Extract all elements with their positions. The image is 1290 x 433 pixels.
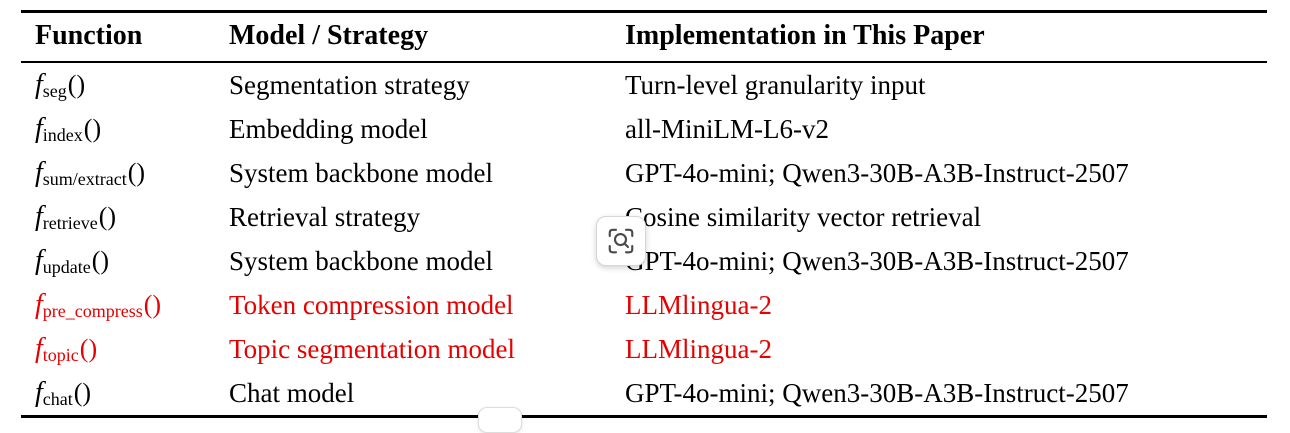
function-subscript: retrieve <box>42 212 98 233</box>
function-subscript: sum/extract <box>42 168 127 189</box>
function-cell: fupdate() <box>21 239 229 283</box>
impl-cell: LLMlingua-2 <box>625 289 772 320</box>
function-subscript: update <box>42 256 91 277</box>
function-symbol: f <box>35 332 43 364</box>
function-parens: () <box>83 113 102 143</box>
paper-table: Function Model / Strategy Implementation… <box>21 10 1267 418</box>
table-row: fupdate() System backbone model GPT-4o-m… <box>21 239 1267 283</box>
table-row: fsum/extract() System backbone model GPT… <box>21 151 1267 195</box>
table-row: fretrieve() Retrieval strategy Cosine si… <box>21 195 1267 239</box>
function-parens: () <box>73 377 92 407</box>
function-cell: fsum/extract() <box>21 151 229 195</box>
model-cell: Token compression model <box>229 289 514 320</box>
function-cell: ftopic() <box>21 327 229 371</box>
impl-cell: Cosine similarity vector retrieval <box>625 201 982 232</box>
function-parens: () <box>127 157 146 187</box>
header-model-strategy: Model / Strategy <box>229 20 429 51</box>
function-symbol: f <box>35 112 43 144</box>
function-symbol: f <box>35 288 43 320</box>
function-cell: fseg() <box>21 62 229 107</box>
table-row: fpre_compress() Token compression model … <box>21 283 1267 327</box>
function-symbol: f <box>35 68 43 100</box>
function-symbol: f <box>35 156 43 188</box>
table-row: ftopic() Topic segmentation model LLMlin… <box>21 327 1267 371</box>
table-row: fchat() Chat model GPT-4o-mini; Qwen3-30… <box>21 371 1267 417</box>
function-cell: fretrieve() <box>21 195 229 239</box>
function-cell: fpre_compress() <box>21 283 229 327</box>
model-cell: Segmentation strategy <box>229 69 470 100</box>
function-parens: () <box>67 69 86 99</box>
screenshot-search-icon <box>608 228 634 254</box>
impl-cell: Turn-level granularity input <box>625 69 926 100</box>
header-implementation: Implementation in This Paper <box>625 20 985 51</box>
function-symbol: f <box>35 200 43 232</box>
model-cell: Chat model <box>229 377 355 408</box>
table-row: fseg() Segmentation strategy Turn-level … <box>21 62 1267 107</box>
model-cell: System backbone model <box>229 245 493 276</box>
impl-cell: GPT-4o-mini; Qwen3-30B-A3B-Instruct-2507 <box>625 377 1129 408</box>
function-subscript: index <box>42 124 83 145</box>
impl-cell: GPT-4o-mini; Qwen3-30B-A3B-Instruct-2507 <box>625 157 1129 188</box>
table-row: findex() Embedding model all-MiniLM-L6-v… <box>21 107 1267 151</box>
function-subscript: pre_compress <box>42 300 143 321</box>
model-cell: Topic segmentation model <box>229 333 516 364</box>
header-function: Function <box>35 20 143 51</box>
impl-cell: LLMlingua-2 <box>625 333 772 364</box>
function-subscript: seg <box>42 80 67 101</box>
model-cell: Embedding model <box>229 113 428 144</box>
function-cell: findex() <box>21 107 229 151</box>
impl-cell: all-MiniLM-L6-v2 <box>625 113 829 144</box>
function-parens: () <box>143 289 162 319</box>
function-parens: () <box>79 333 98 363</box>
header-row: Function Model / Strategy Implementation… <box>21 12 1267 62</box>
screenshot-search-button[interactable] <box>596 216 646 266</box>
model-cell: System backbone model <box>229 157 493 188</box>
function-cell: fchat() <box>21 371 229 417</box>
function-symbol: f <box>35 376 43 408</box>
function-subscript: chat <box>42 388 73 409</box>
function-subscript: topic <box>42 344 79 365</box>
partial-button[interactable] <box>478 407 522 433</box>
function-parens: () <box>98 201 117 231</box>
impl-cell: GPT-4o-mini; Qwen3-30B-A3B-Instruct-2507 <box>625 245 1129 276</box>
function-symbol: f <box>35 244 43 276</box>
function-parens: () <box>91 245 110 275</box>
model-cell: Retrieval strategy <box>229 201 421 232</box>
